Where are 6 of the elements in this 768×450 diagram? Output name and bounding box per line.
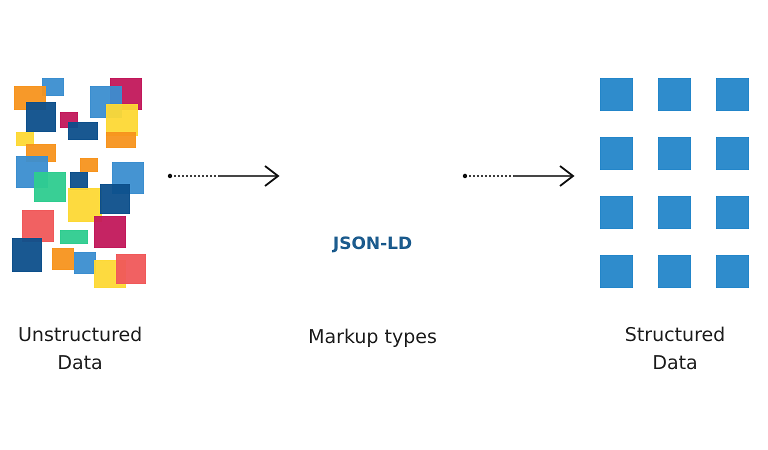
arrow — [168, 165, 279, 187]
arrow — [462, 165, 574, 187]
node-label: Markup types — [307, 325, 438, 350]
format-label: JSON-LD — [330, 234, 414, 254]
node-label: Unstructured Data — [17, 323, 144, 376]
node-label: Structured Data — [624, 323, 726, 376]
